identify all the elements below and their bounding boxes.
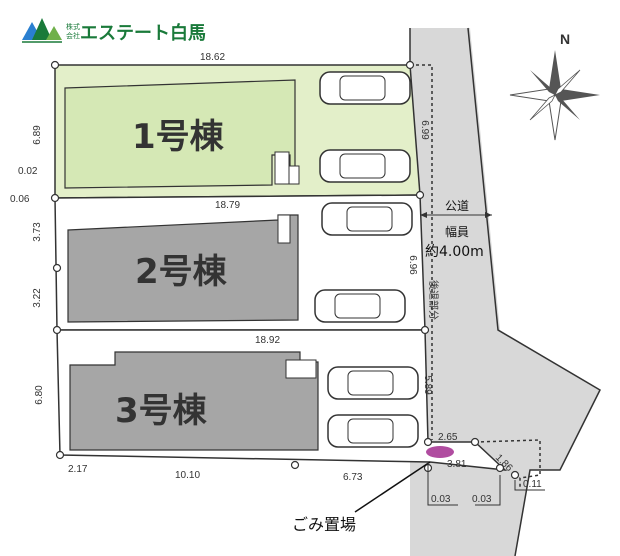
car-3 [321, 202, 413, 236]
road-label: 公道 [445, 199, 469, 213]
dim-bottom-a: 2.17 [68, 464, 88, 475]
building-2-label: 2号棟 [135, 252, 228, 292]
gomi-leader-line [354, 461, 431, 513]
building-1-step [274, 151, 290, 185]
car-1 [319, 71, 411, 105]
building-1 [64, 79, 296, 189]
road-width-arrowhead-right [485, 212, 492, 218]
building-3-step [285, 359, 317, 379]
dim-right-1: 6.99 [419, 120, 430, 140]
setback-dashed-line-2 [474, 439, 541, 490]
setback-label: 後退部分 [427, 280, 440, 320]
road-width-value: 約4.00m [425, 244, 484, 260]
dim-left-2a: 3.73 [32, 222, 43, 242]
small-bracket-a [427, 462, 458, 506]
dim-corner-a: 0.02 [18, 166, 38, 177]
boundary-points [50, 60, 520, 480]
dim-corner-b: 0.06 [10, 194, 30, 205]
car-6 [327, 414, 419, 448]
dim-gomi-bottom: 3.81 [447, 459, 467, 470]
dim-gomi-top: 2.65 [438, 432, 458, 443]
dim-left-2b: 3.22 [32, 288, 43, 308]
dim-right-3: 5.89 [422, 375, 433, 395]
building-3-label: 3号棟 [115, 391, 208, 431]
car-4 [314, 289, 406, 323]
building-1-label: 1号棟 [132, 117, 225, 157]
gomi-marker [426, 446, 454, 458]
dim-top-2: 18.79 [215, 200, 240, 211]
road-width-arrowhead-left [420, 212, 427, 218]
dim-small-c: 0.11 [523, 479, 542, 490]
dim-small-a: 0.03 [431, 494, 451, 505]
building-2-step [277, 214, 291, 244]
road-width-label: 幅員 [445, 224, 469, 239]
company-small-line2: 会社 [66, 31, 80, 40]
dim-left-3: 6.80 [34, 385, 45, 405]
dim-bottom-b: 10.10 [175, 470, 200, 481]
compass-rose-icon [509, 50, 600, 141]
building-1-step-b [288, 165, 300, 185]
gomi-label: ごみ置場 [292, 515, 356, 534]
dim-top-3: 18.92 [255, 335, 280, 346]
company-small-line1: 株式 [66, 22, 80, 31]
dim-top-1: 18.62 [200, 52, 225, 63]
dim-left-1: 6.89 [32, 125, 43, 145]
car-2 [319, 149, 411, 183]
car-5 [327, 366, 419, 400]
company-logo-icon [22, 18, 62, 43]
compass-north-label: N [560, 31, 570, 47]
small-bracket-b [475, 475, 501, 506]
dim-right-2: 6.96 [407, 255, 418, 275]
small-bracket-c [514, 480, 545, 491]
dim-small-b: 0.03 [472, 494, 492, 505]
company-name: エステート白馬 [80, 22, 206, 44]
setback-dashed-line [410, 64, 433, 440]
road-edge-line [467, 27, 601, 556]
dim-bottom-c: 6.73 [343, 472, 363, 483]
